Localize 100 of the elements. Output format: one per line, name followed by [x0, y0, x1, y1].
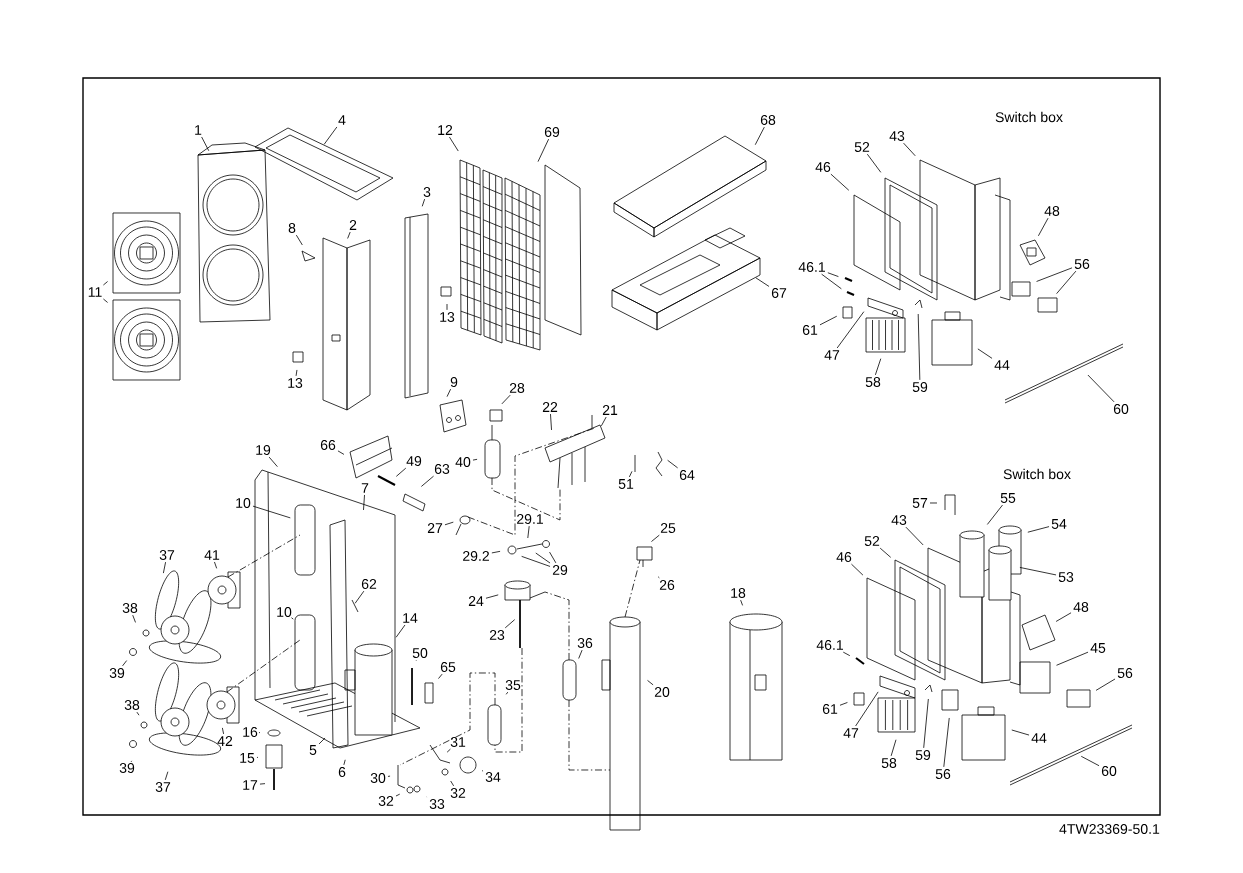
callout-number: 29 [552, 565, 568, 575]
leader-line [201, 136, 210, 152]
leader-line [164, 771, 169, 781]
leader-line [821, 273, 842, 290]
leader-line [667, 459, 679, 469]
leader-line [444, 521, 454, 526]
leader-line [268, 456, 278, 468]
callout-number: 43 [889, 131, 905, 141]
callout-number: 35 [505, 680, 521, 690]
callout-number: 25 [660, 523, 676, 533]
leader-line [943, 717, 950, 768]
callout-number: 44 [1031, 733, 1047, 743]
callout-number: 26 [659, 580, 675, 590]
leader-line [601, 416, 607, 427]
callout-number: 10 [277, 607, 292, 617]
leader-line [866, 153, 882, 173]
callout-number: 16 [243, 727, 258, 737]
callout-number: 49 [406, 456, 422, 466]
switch-box-heading: Switch box [1003, 468, 1071, 480]
callout-number: 67 [771, 288, 787, 298]
callout-number: 38 [124, 700, 140, 710]
leader-line [1027, 526, 1050, 533]
callout-number: 56 [935, 769, 951, 779]
callout-number: 65 [440, 662, 456, 672]
leader-line [291, 617, 294, 620]
callout-number: 12 [438, 125, 453, 135]
callout-number: 15 [240, 753, 255, 763]
leader-line [827, 272, 839, 277]
leader-line [259, 783, 266, 785]
leader-line [343, 759, 346, 766]
leader-line [347, 231, 351, 239]
callout-number: 56 [1117, 668, 1133, 678]
leader-line [103, 281, 108, 286]
leader-line [132, 614, 136, 623]
leader-line [755, 277, 770, 287]
callout-number: 55 [1000, 493, 1016, 503]
leader-line [103, 298, 108, 303]
callout-number: 1 [195, 125, 202, 135]
callout-number: 69 [544, 127, 560, 137]
callout-number: 60 [1101, 766, 1117, 776]
callout-number: 27 [427, 523, 443, 533]
callout-number: 2 [349, 220, 357, 230]
callout-number: 45 [1090, 643, 1106, 653]
callout-number: 46 [836, 552, 852, 562]
leader-line [890, 739, 897, 757]
callout-number: 41 [204, 550, 220, 560]
leader-line [842, 651, 851, 657]
leader-line [295, 369, 298, 377]
leader-line [438, 673, 443, 679]
callout-number: 19 [256, 445, 271, 455]
callout-number: 13 [288, 378, 303, 388]
leader-line [740, 599, 743, 606]
leader-line [836, 311, 865, 349]
leader-line [839, 702, 848, 706]
callout-number: 44 [994, 360, 1010, 370]
leader-line [647, 680, 654, 686]
callout-number: 29.2 [463, 551, 489, 561]
leader-line [1019, 567, 1057, 576]
callout-number: 4 [338, 115, 346, 125]
leader-line [527, 525, 530, 539]
leader-line [395, 467, 407, 477]
callout-number: 46.1 [816, 640, 843, 650]
callout-number: 20 [654, 687, 670, 697]
callout-number: 62 [361, 579, 377, 589]
callout-number: 34 [485, 772, 501, 782]
callout-number: 47 [843, 728, 859, 738]
callout-number: 37 [155, 782, 171, 792]
leader-line [450, 780, 455, 787]
callout-number: 61 [822, 704, 838, 714]
leader-line [395, 793, 401, 797]
leader-line [549, 551, 557, 564]
leader-line [986, 504, 1003, 525]
callout-number: 33 [429, 799, 445, 809]
callout-number: 60 [1113, 404, 1129, 414]
callout-number: 9 [450, 377, 458, 387]
leader-line [851, 563, 864, 576]
leader-line [1036, 267, 1073, 282]
callout-number: 30 [370, 773, 386, 783]
leader-line [905, 526, 924, 546]
leader-line [923, 698, 929, 749]
leader-line [657, 576, 660, 579]
callout-number: 59 [912, 382, 928, 392]
callout-number: 10 [236, 498, 251, 508]
leader-line [977, 348, 993, 359]
callout-number: 43 [891, 515, 907, 525]
callout-number: 21 [602, 405, 618, 415]
leader-line [214, 561, 218, 569]
callout-number: 51 [618, 479, 634, 489]
callout-number: 58 [865, 377, 881, 387]
callout-number: 58 [881, 758, 897, 768]
callout-number: 6 [338, 767, 346, 777]
leader-line [1055, 612, 1072, 622]
callout-number: 46 [815, 162, 831, 172]
callout-number: 68 [760, 115, 776, 125]
leader-line [875, 358, 882, 376]
leader-line [395, 624, 406, 638]
leader-line [122, 660, 128, 667]
callout-number: 52 [864, 536, 880, 546]
leader-line [917, 313, 921, 381]
leader-line [222, 727, 224, 735]
